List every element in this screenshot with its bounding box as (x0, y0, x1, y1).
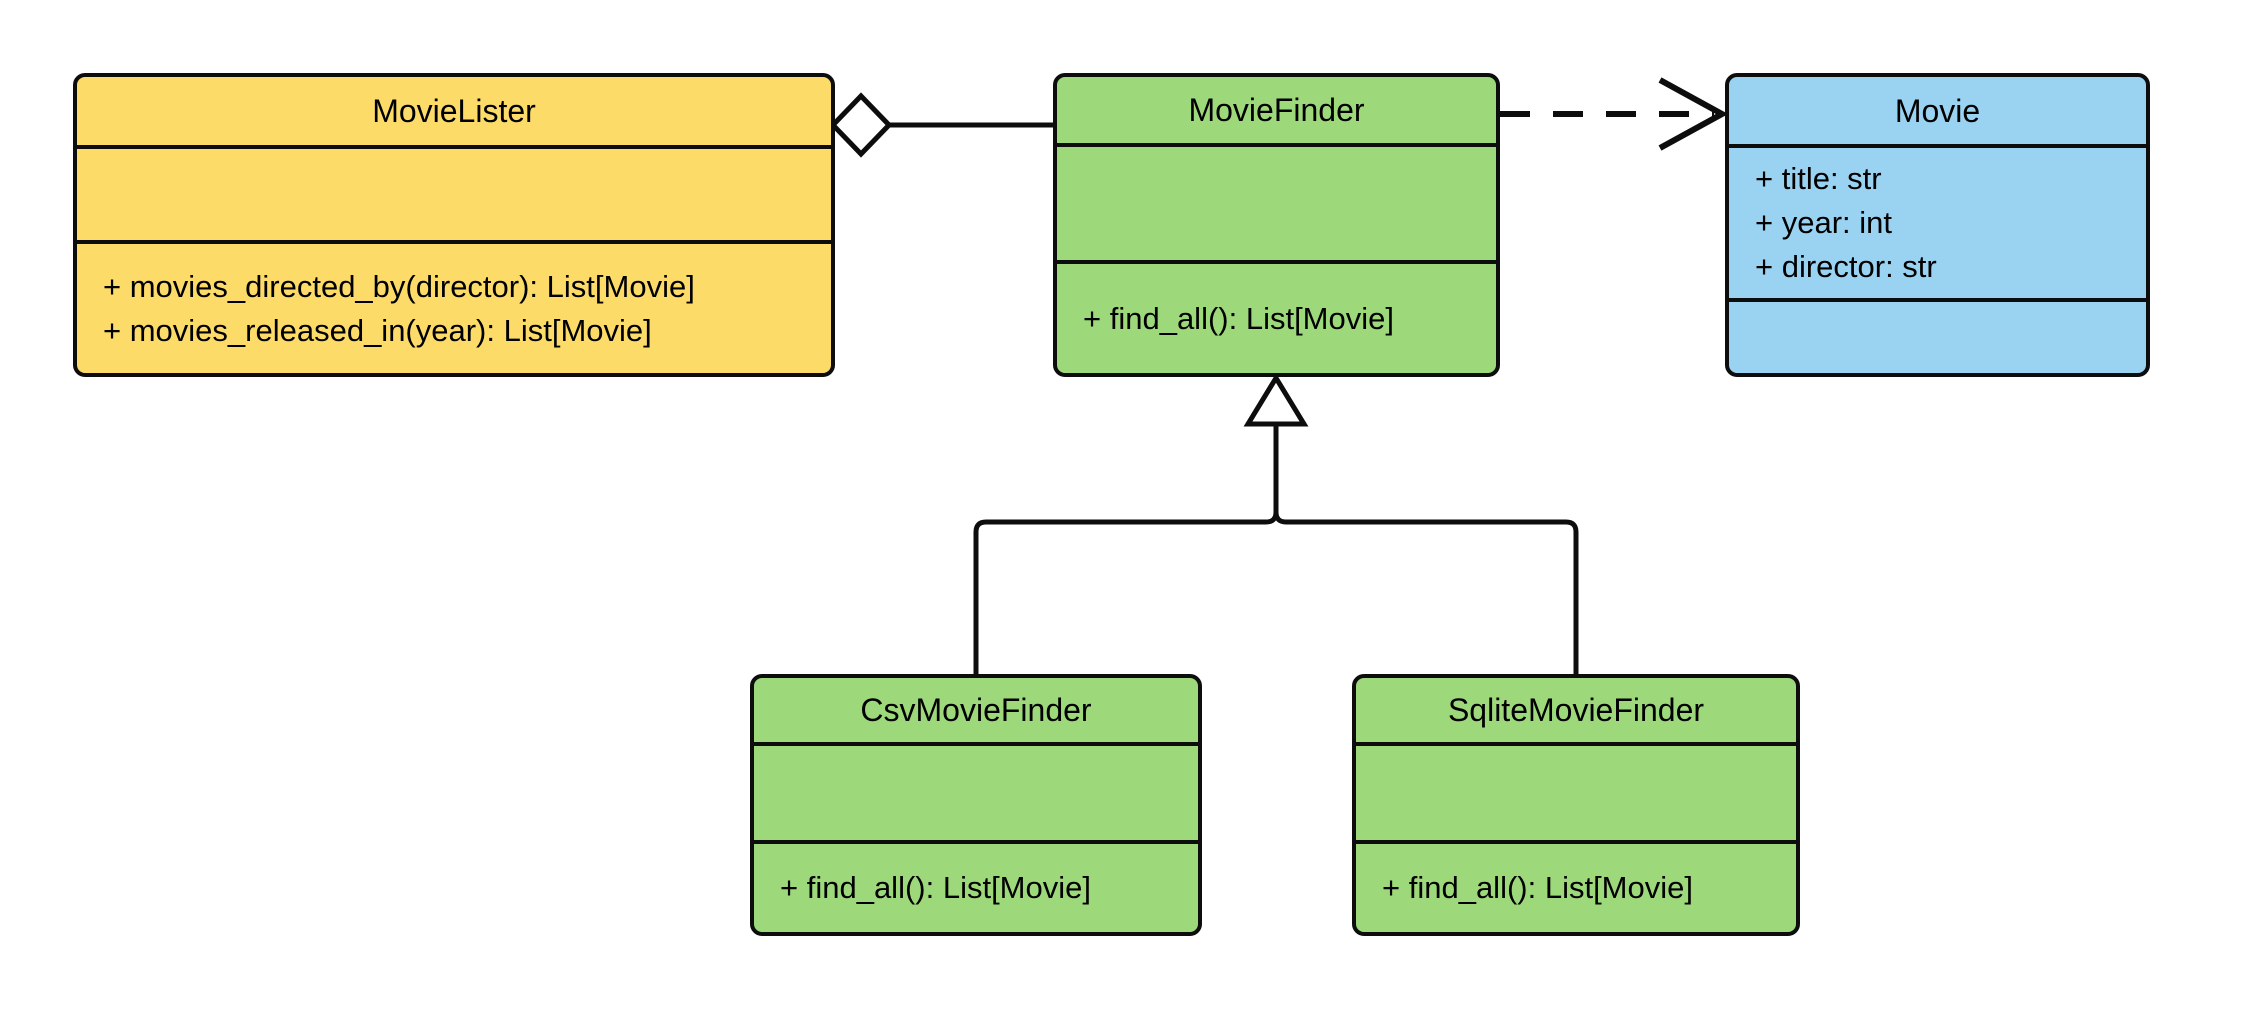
class-title-movie: Movie (1894, 92, 1981, 129)
generalization-connector (973, 373, 1579, 676)
aggregation-diamond (829, 92, 893, 158)
attributes-section-sqlitemoviefinder (1356, 742, 1796, 840)
methods-section-movie (1729, 298, 2146, 373)
method-row: + find_all(): List[Movie] (1083, 300, 1394, 336)
attributes-section-csvmoviefinder (754, 742, 1198, 840)
generalization-branch-right (1273, 511, 1579, 676)
method-row: + find_all(): List[Movie] (1382, 870, 1693, 905)
methods-section-moviefinder: + find_all(): List[Movie] (1057, 260, 1496, 373)
methods-section-csvmoviefinder: + find_all(): List[Movie] (754, 840, 1198, 932)
generalization-branch-left (973, 424, 1279, 676)
class-box-sqlitemoviefinder: SqliteMovieFinder + find_all(): List[Mov… (1352, 674, 1800, 936)
attributes-section-movielister (77, 145, 831, 240)
method-row: + movies_released_in(year): List[Movie] (103, 312, 652, 348)
generalization-hollow-triangle (1243, 373, 1309, 427)
attributes-section-moviefinder (1057, 143, 1496, 260)
class-title-csvmoviefinder: CsvMovieFinder (860, 692, 1092, 728)
class-title-sqlitemoviefinder: SqliteMovieFinder (1447, 692, 1705, 728)
class-box-csvmoviefinder: CsvMovieFinder + find_all(): List[Movie] (750, 674, 1202, 936)
methods-section-sqlitemoviefinder: + find_all(): List[Movie] (1356, 840, 1796, 932)
attribute-row: + year: int (1755, 205, 1892, 240)
class-title-movielister: MovieLister (372, 93, 536, 129)
class-box-movielister: MovieLister + movies_directed_by(directo… (73, 73, 835, 377)
attributes-section-movie: + title: str + year: int + director: str (1729, 144, 2146, 298)
method-row: + find_all(): List[Movie] (780, 870, 1091, 905)
class-title-moviefinder: MovieFinder (1188, 92, 1365, 128)
methods-section-movielister: + movies_directed_by(director): List[Mov… (77, 240, 831, 373)
class-box-moviefinder: MovieFinder + find_all(): List[Movie] (1053, 73, 1500, 377)
class-box-movie: Movie + title: str + year: int + directo… (1725, 73, 2150, 377)
aggregation-connector (829, 92, 1055, 158)
attribute-row: + title: str (1755, 161, 1882, 196)
method-row: + movies_directed_by(director): List[Mov… (103, 268, 695, 304)
attribute-row: + director: str (1755, 249, 1937, 284)
dependency-open-arrow (1658, 77, 1729, 151)
dependency-connector (1500, 77, 1729, 151)
